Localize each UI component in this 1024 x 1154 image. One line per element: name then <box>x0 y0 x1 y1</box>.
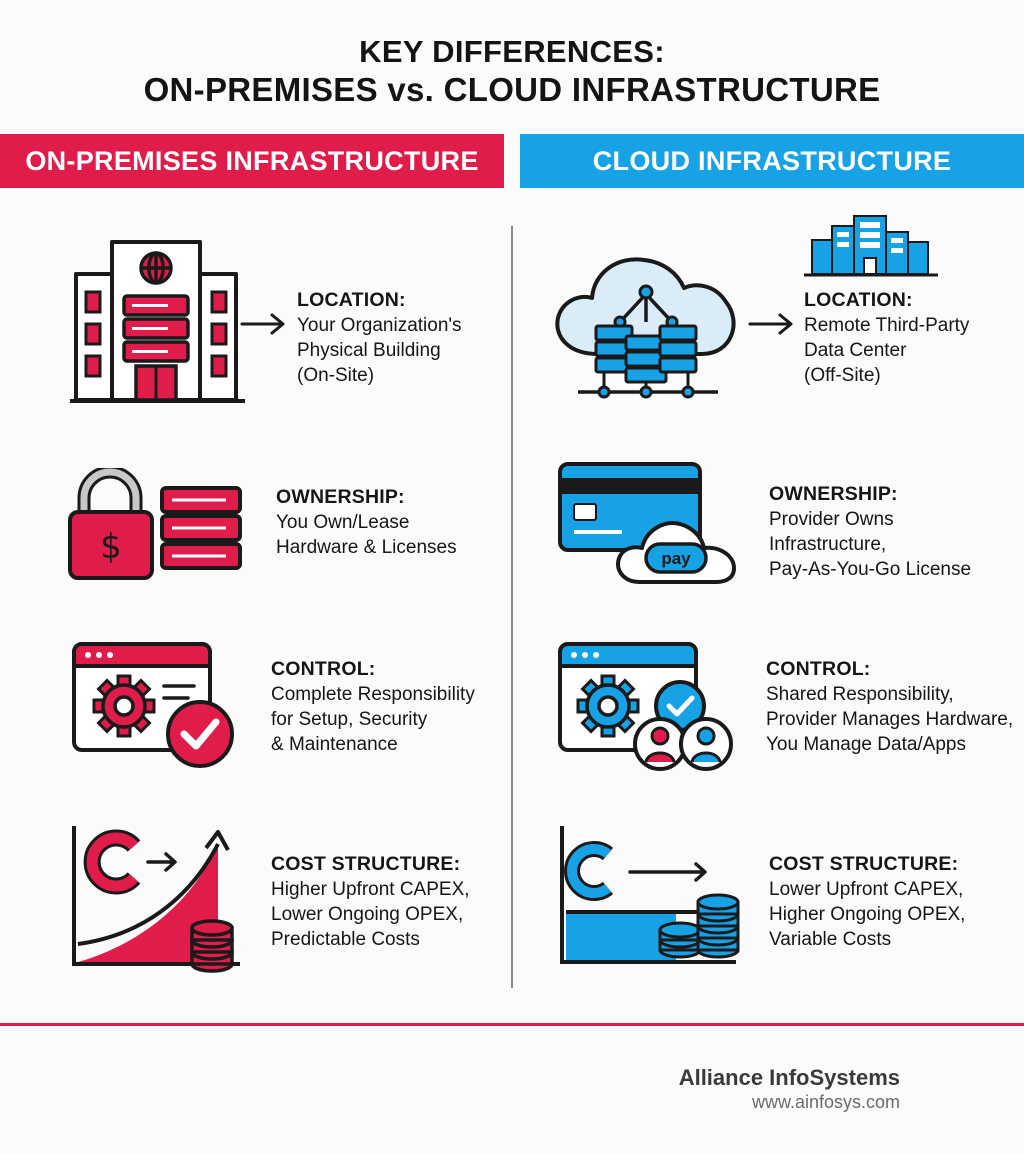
cloud-cost-line-2: Higher Ongoing OPEX, <box>769 904 966 925</box>
cloud-cost-line-1: Lower Upfront CAPEX, <box>769 879 964 900</box>
cloud-ownership-line-3: Pay-As-You-Go License <box>769 559 972 580</box>
onprem-ownership-title: OWNERSHIP: <box>276 486 405 508</box>
onprem-control-line-1: Complete Responsibility <box>271 684 475 705</box>
cloud-location-line-2: Data Center <box>804 340 907 361</box>
company-url[interactable]: www.ainfosys.com <box>751 1092 900 1112</box>
cloud-ownership-text: OWNERSHIP: Provider Owns Infrastructure,… <box>769 482 971 582</box>
office-building-server-icon <box>70 240 245 403</box>
onprem-cost-title: COST STRUCTURE: <box>271 853 461 875</box>
cloud-location-line-3: (Off-Site) <box>804 365 881 386</box>
onprem-location-title: LOCATION: <box>297 289 406 311</box>
onprem-control-text: CONTROL: Complete Responsibility for Set… <box>271 657 475 757</box>
footer-divider <box>0 1023 1024 1026</box>
cloud-server-datacenter-icon <box>555 257 736 399</box>
onprem-cost-line-3: Predictable Costs <box>271 929 420 950</box>
onprem-ownership-line-2: Hardware & Licenses <box>276 537 457 558</box>
svg-text:pay: pay <box>661 549 691 568</box>
onprem-ownership-line-1: You Own/Lease <box>276 512 410 533</box>
cloud-control-line-2: Provider Manages Hardware, <box>766 709 1014 730</box>
onprem-cost-text: COST STRUCTURE: Higher Upfront CAPEX, Lo… <box>271 852 470 952</box>
onprem-cost-line-2: Lower Ongoing OPEX, <box>271 904 464 925</box>
cloud-ownership-line-1: Provider Owns <box>769 509 894 530</box>
cloud-location-title: LOCATION: <box>804 289 913 311</box>
padlock-dollar-server-icon: $ <box>68 468 242 580</box>
onprem-location-text: LOCATION: Your Organization's Physical B… <box>297 288 462 388</box>
page-title-line-2: ON-PREMISES vs. CLOUD INFRASTRUCTURE <box>143 71 881 108</box>
arrow-right-icon <box>240 313 285 335</box>
cloud-ownership-title: OWNERSHIP: <box>769 483 898 505</box>
credit-card-pay-cloud-icon: pay <box>558 462 736 584</box>
cloud-cost-text: COST STRUCTURE: Lower Upfront CAPEX, Hig… <box>769 852 965 952</box>
cloud-control-line-3: You Manage Data/Apps <box>766 734 967 755</box>
onprem-location-line-2: Physical Building <box>297 340 441 361</box>
cloud-location-line-1: Remote Third-Party <box>804 315 970 336</box>
capex-rising-chart-icon <box>72 826 240 973</box>
onprem-header: ON-PREMISES INFRASTRUCTURE <box>0 134 504 188</box>
capex-flat-opex-coins-icon <box>560 826 740 964</box>
column-divider <box>511 226 513 988</box>
cloud-control-title: CONTROL: <box>766 658 871 680</box>
remote-datacenter-building-icon <box>804 215 938 277</box>
onprem-control-line-2: for Setup, Security <box>271 709 428 730</box>
cloud-ownership-line-2: Infrastructure, <box>769 534 887 555</box>
cloud-control-text: CONTROL: Shared Responsibility, Provider… <box>766 657 1013 757</box>
onprem-control-title: CONTROL: <box>271 658 376 680</box>
cloud-header: CLOUD INFRASTRUCTURE <box>520 134 1024 188</box>
company-name: Alliance InfoSystems <box>678 1065 900 1090</box>
onprem-location-line-1: Your Organization's <box>297 315 462 336</box>
onprem-location-line-3: (On-Site) <box>297 365 375 386</box>
arrow-right-icon <box>748 313 793 335</box>
onprem-ownership-text: OWNERSHIP: You Own/Lease Hardware & Lice… <box>276 485 457 560</box>
page-title-line-1: KEY DIFFERENCES: <box>359 34 665 69</box>
cloud-cost-line-3: Variable Costs <box>769 929 892 950</box>
onprem-cost-line-1: Higher Upfront CAPEX, <box>271 879 470 900</box>
cloud-location-text: LOCATION: Remote Third-Party Data Center… <box>804 288 969 388</box>
cloud-cost-title: COST STRUCTURE: <box>769 853 959 875</box>
settings-window-shared-users-icon <box>558 642 733 771</box>
svg-text:$: $ <box>100 527 122 567</box>
onprem-control-line-3: & Maintenance <box>271 734 398 755</box>
settings-window-check-icon <box>72 642 234 768</box>
cloud-control-line-1: Shared Responsibility, <box>766 684 954 705</box>
